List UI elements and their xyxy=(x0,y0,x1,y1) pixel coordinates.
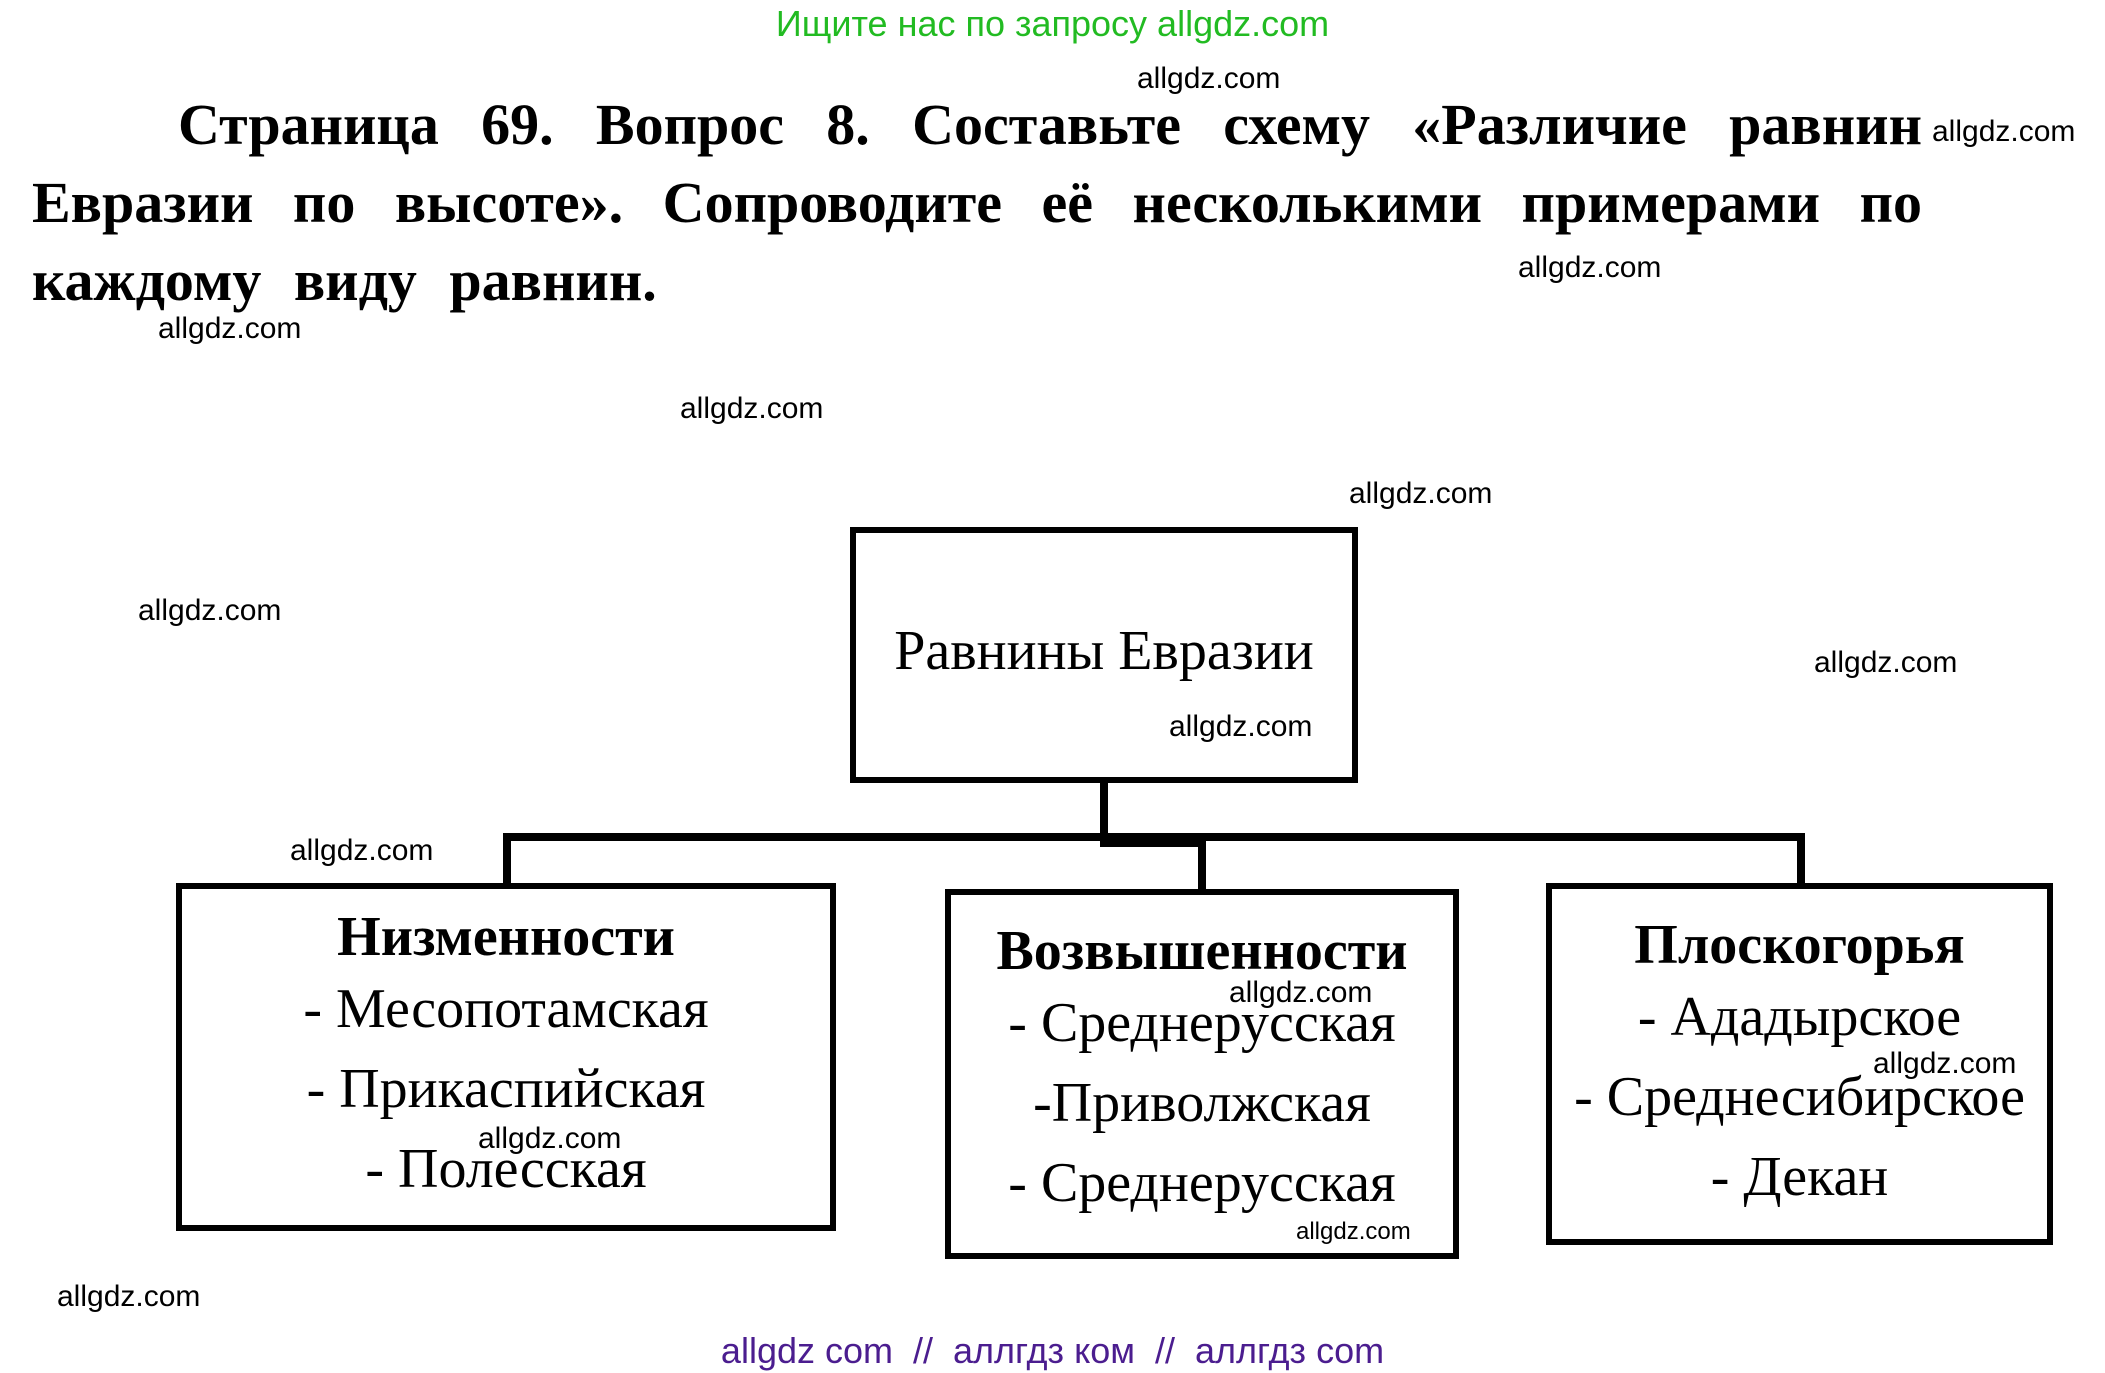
category-item: - Декан xyxy=(1710,1146,1889,1208)
connector-middle xyxy=(1198,841,1206,891)
connector-horizontal xyxy=(503,833,1805,841)
category-item: - Полесская xyxy=(365,1138,647,1200)
watermark: allgdz.com xyxy=(1349,477,1493,510)
watermark: allgdz.com xyxy=(478,1122,622,1155)
watermark: allgdz.com xyxy=(1814,646,1958,679)
watermark: allgdz.com xyxy=(1518,251,1662,284)
category-item: - Среднерусская xyxy=(1008,992,1396,1054)
watermark: allgdz.com xyxy=(1137,62,1281,95)
watermark: allgdz.com xyxy=(57,1280,201,1313)
category-title: Низменности xyxy=(337,906,675,968)
watermark: allgdz.com xyxy=(1169,710,1313,743)
category-item: - Среднесибирское xyxy=(1574,1066,2025,1128)
search-banner: Ищите нас по запросу allgdz.com xyxy=(775,3,1330,44)
watermark: allgdz.com xyxy=(1229,976,1373,1009)
category-item: - Прикаспийская xyxy=(306,1058,706,1120)
category-node-uplands: Возвышенности - Среднерусская -Приволжск… xyxy=(945,889,1459,1259)
watermark: allgdz.com xyxy=(1296,1218,1411,1245)
category-title: Возвышенности xyxy=(996,920,1408,982)
category-item: - Ададырское xyxy=(1637,986,1962,1048)
category-item: -Приволжская xyxy=(1033,1072,1371,1134)
question-text: Страница 69. Вопрос 8. Составьте схему «… xyxy=(32,92,1922,313)
category-node-plateaus: Плоскогорья - Ададырское - Среднесибирск… xyxy=(1546,883,2053,1245)
category-item: - Среднерусская xyxy=(1008,1152,1396,1214)
connector-middle-link xyxy=(1100,841,1206,847)
connector-root-stem xyxy=(1100,782,1108,840)
root-node-label: Равнины Евразии xyxy=(894,620,1314,682)
footer-links: allgdz com // аллгдз ком // аллгдз com xyxy=(720,1330,1385,1371)
root-node: Равнины Евразии xyxy=(850,527,1358,783)
watermark: allgdz.com xyxy=(1932,115,2076,148)
category-title: Плоскогорья xyxy=(1634,914,1965,976)
watermark: allgdz.com xyxy=(1873,1047,2017,1080)
watermark: allgdz.com xyxy=(680,392,824,425)
category-node-lowlands: Низменности - Месопотамская - Прикаспийс… xyxy=(176,883,836,1231)
connector-right xyxy=(1797,833,1805,885)
watermark: allgdz.com xyxy=(158,312,302,345)
watermark: allgdz.com xyxy=(138,594,282,627)
category-item: - Месопотамская xyxy=(303,978,709,1040)
connector-left xyxy=(503,833,511,885)
watermark: allgdz.com xyxy=(290,834,434,867)
